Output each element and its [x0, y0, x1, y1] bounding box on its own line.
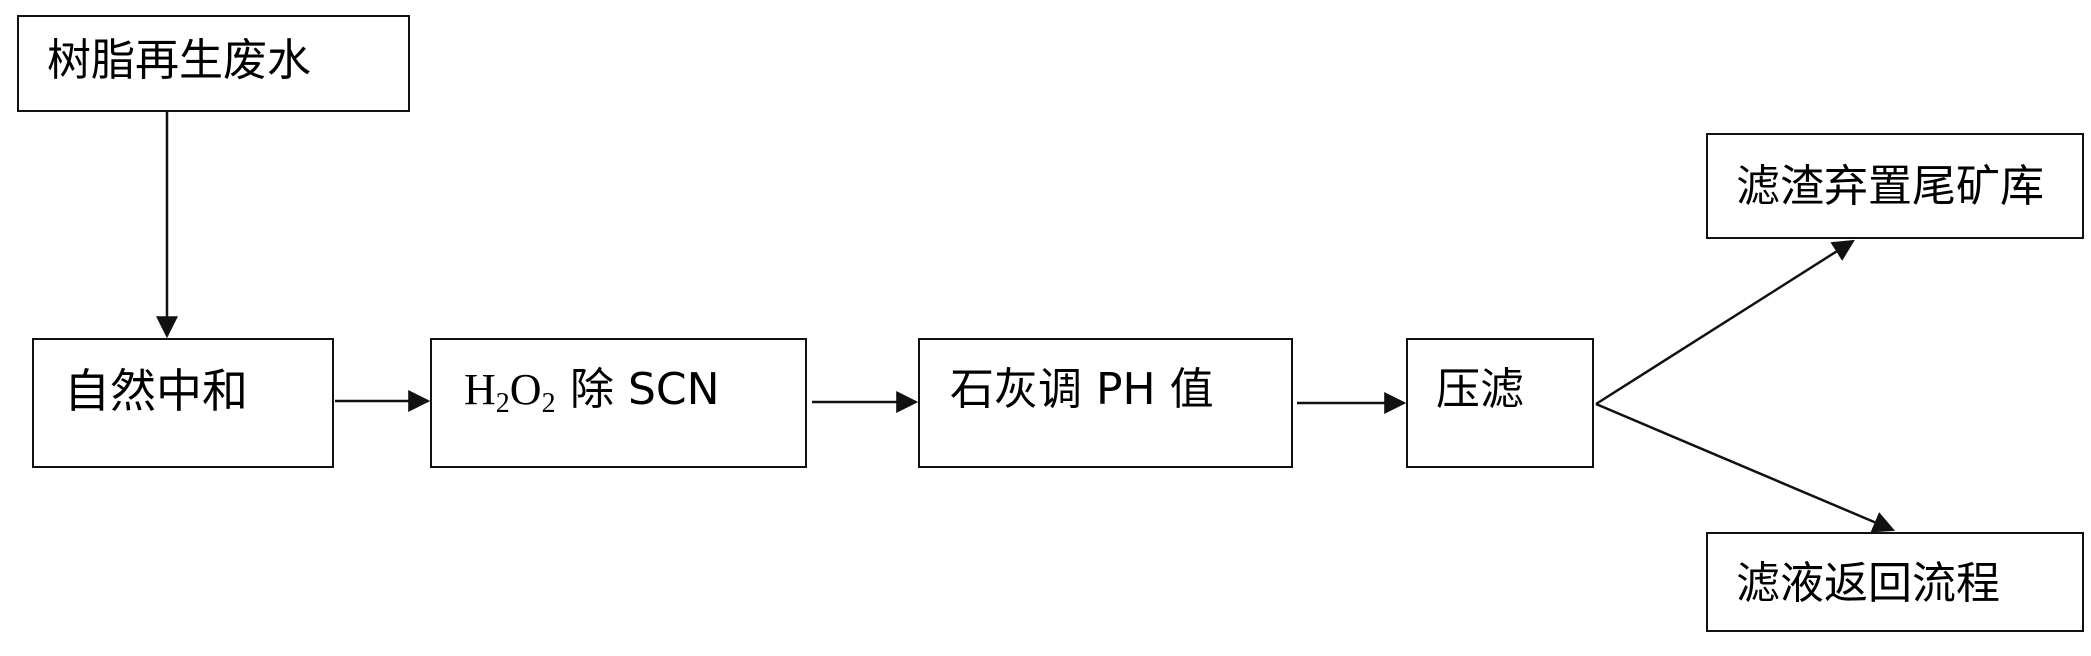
node-lime-ph-adjust: 石灰调 PH 值	[918, 338, 1293, 468]
node-h2o2-formula: H2O2	[464, 365, 556, 419]
arrow-filter-to-filtrate	[1595, 402, 1896, 533]
arrow-filter-to-residue	[1595, 239, 1855, 406]
node-resin-wastewater-label: 树脂再生废水	[47, 35, 311, 86]
node-h2o2-remove-scn: H2O2 除 SCN	[430, 338, 807, 468]
node-natural-neutralization: 自然中和	[32, 338, 334, 468]
node-natural-neutralization-label: 自然中和	[64, 364, 248, 418]
node-lime-ph-adjust-label: 石灰调 PH 值	[950, 364, 1214, 415]
node-filter-press: 压滤	[1406, 338, 1594, 468]
node-filtrate-return-label: 滤液返回流程	[1736, 558, 2000, 609]
node-h2o2-label: 除 SCN	[570, 364, 720, 415]
node-residue-tailings: 滤渣弃置尾矿库	[1706, 133, 2084, 239]
node-residue-tailings-label: 滤渣弃置尾矿库	[1736, 161, 2044, 212]
node-filter-press-label: 压滤	[1436, 364, 1524, 415]
node-resin-wastewater: 树脂再生废水	[17, 15, 410, 112]
node-filtrate-return: 滤液返回流程	[1706, 532, 2084, 632]
